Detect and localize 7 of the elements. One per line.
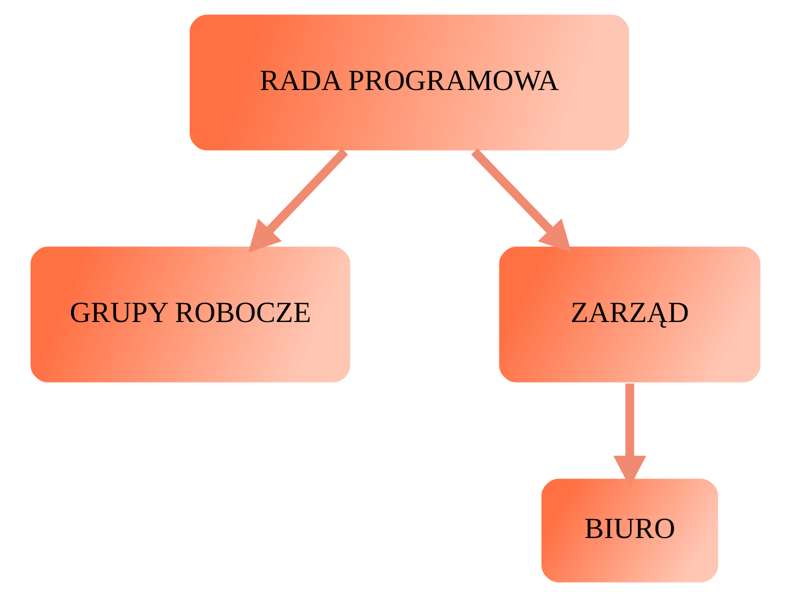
node-box: RADA PROGRAMOWA (188, 13, 631, 152)
node-box: ZARZĄD (498, 245, 762, 384)
arrow (613, 383, 646, 488)
node-box: GRUPY ROBOCZE (29, 245, 352, 384)
arrow (471, 148, 572, 252)
node-box: BIURO (540, 477, 720, 584)
arrow (248, 148, 348, 252)
